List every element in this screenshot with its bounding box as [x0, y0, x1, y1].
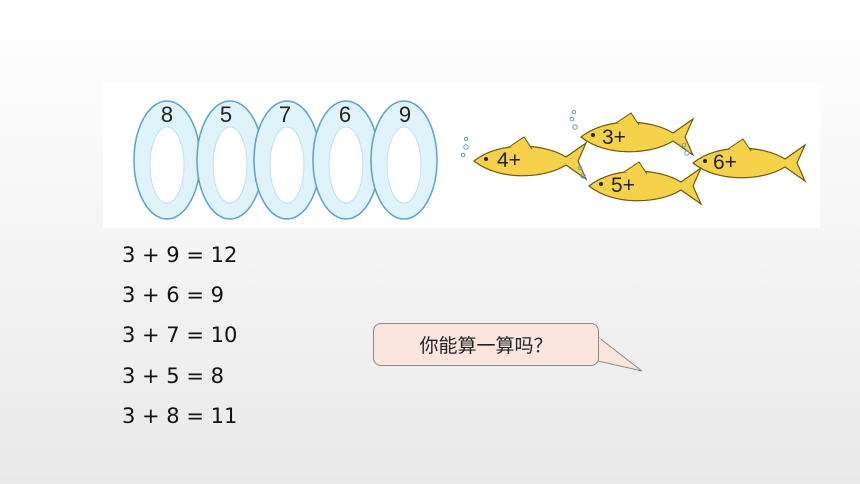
ring-number: 6	[338, 102, 352, 127]
illustration-svg	[133, 100, 807, 220]
speech-bubble-tail	[597, 335, 643, 372]
equation: 3 + 6 = 9	[122, 283, 224, 307]
ring-4	[312, 100, 380, 220]
equation: 3 + 8 = 11	[122, 404, 238, 428]
ring-number: 9	[398, 102, 412, 127]
speech-bubble: 你能算一算吗？	[373, 323, 599, 366]
fish-2	[569, 109, 695, 157]
fish-label: 4+	[497, 149, 521, 172]
ring-5	[370, 100, 438, 220]
ring-number: 8	[160, 102, 174, 127]
ring-3	[253, 100, 321, 220]
fish-3	[577, 161, 703, 206]
equation: 3 + 7 = 10	[122, 323, 238, 347]
ring-number: 5	[219, 102, 233, 127]
speech-bubble-text: 你能算一算吗？	[419, 335, 553, 357]
fish-1	[460, 136, 588, 181]
equation: 3 + 5 = 8	[122, 364, 224, 388]
fish-label: 3+	[602, 126, 626, 149]
fish-4	[681, 138, 807, 183]
fish-label: 5+	[611, 174, 635, 197]
equation: 3 + 9 = 12	[122, 243, 238, 267]
illustration-panel	[103, 83, 820, 228]
fish-label: 6+	[713, 151, 737, 174]
ring-number: 7	[278, 102, 292, 127]
